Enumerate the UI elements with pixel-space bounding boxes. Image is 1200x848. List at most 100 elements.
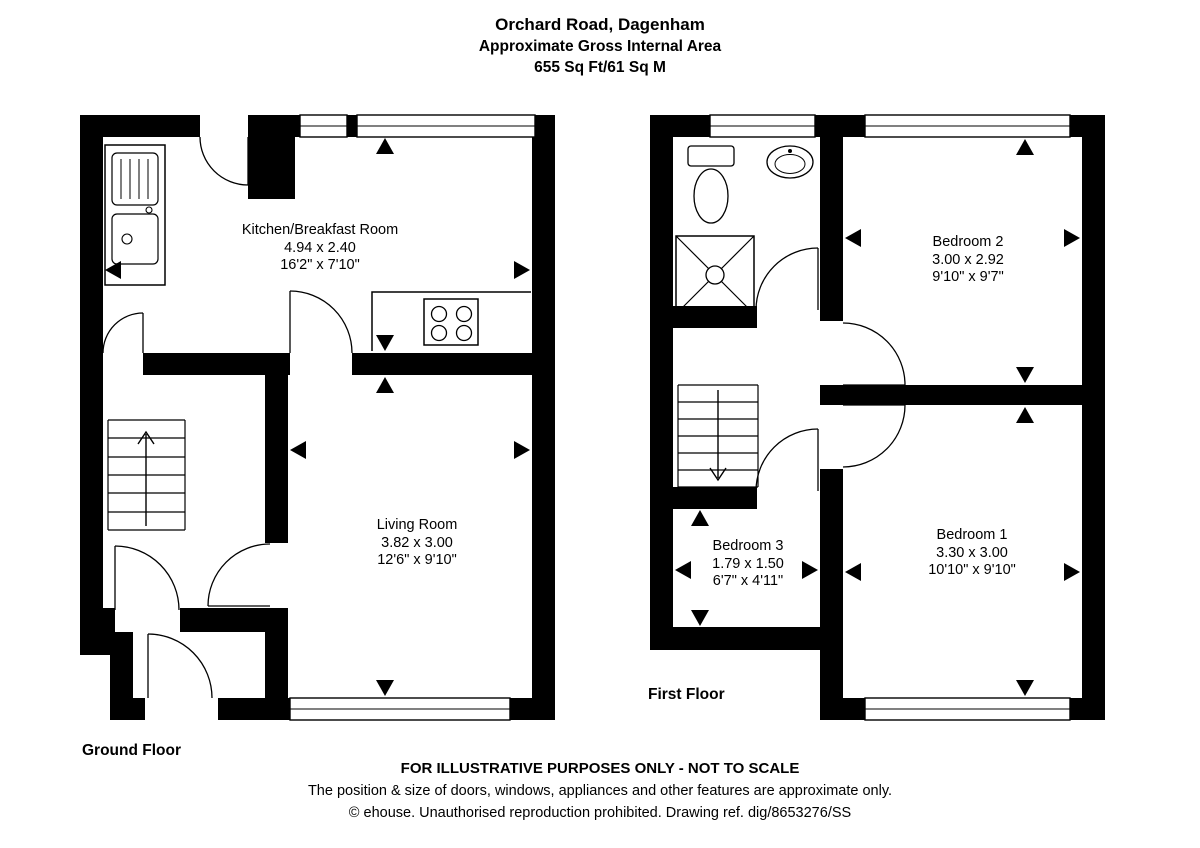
dimension-arrow-up-icon bbox=[691, 510, 709, 526]
dimension-arrow-right-icon bbox=[1064, 563, 1080, 581]
dimension-arrow-left-icon bbox=[675, 561, 691, 579]
door-arc bbox=[102, 312, 144, 354]
ground-floor-plan bbox=[80, 114, 555, 721]
door-arc bbox=[289, 290, 353, 354]
window bbox=[299, 114, 348, 138]
room-imperial: 16'2" x 7'10" bbox=[280, 256, 360, 273]
wall-segment bbox=[248, 137, 295, 199]
room-name: Living Room bbox=[376, 516, 458, 533]
room-imperial: 9'10" x 9'7" bbox=[932, 268, 1004, 285]
dimension-arrow-down-icon bbox=[376, 335, 394, 351]
stairs-up-icon bbox=[107, 419, 186, 531]
wall-segment bbox=[110, 698, 145, 720]
wall-segment bbox=[820, 385, 1082, 405]
toilet-icon bbox=[687, 145, 735, 224]
wall-segment bbox=[180, 608, 265, 632]
wall-segment bbox=[820, 115, 843, 321]
wall-segment bbox=[80, 115, 200, 137]
wall-segment bbox=[650, 306, 757, 328]
page-subtitle: Approximate Gross Internal Area bbox=[478, 38, 722, 55]
ground-floor-dimension-arrows bbox=[105, 138, 530, 696]
plan-header: Orchard Road, Dagenham Approximate Gross… bbox=[0, 14, 1200, 78]
dimension-arrow-down-icon bbox=[1016, 680, 1034, 696]
window bbox=[709, 114, 816, 138]
dimension-arrow-right-icon bbox=[514, 261, 530, 279]
footer-copyright: © ehouse. Unauthorised reproduction proh… bbox=[348, 805, 852, 821]
room-metric: 4.94 x 2.40 bbox=[284, 239, 356, 256]
wall-segment bbox=[103, 608, 115, 632]
door-arc bbox=[114, 545, 180, 611]
room-label-living: Living Room 3.82 x 3.00 12'6" x 9'10" bbox=[377, 517, 458, 570]
stairs-down-icon bbox=[677, 384, 759, 488]
door-arc bbox=[199, 136, 249, 186]
room-name: Bedroom 2 bbox=[932, 233, 1004, 250]
ground-floor-windows bbox=[289, 114, 536, 721]
first-floor-windows bbox=[709, 114, 1071, 721]
wall-segment bbox=[532, 115, 555, 720]
wall-segment bbox=[265, 375, 288, 543]
dimension-arrow-left-icon bbox=[105, 261, 121, 279]
wall-segment bbox=[143, 353, 290, 375]
footer-note: The position & size of doors, windows, a… bbox=[307, 783, 893, 799]
door-arc bbox=[207, 543, 271, 607]
dimension-arrow-up-icon bbox=[376, 138, 394, 154]
wall-segment bbox=[80, 115, 103, 632]
dimension-arrow-up-icon bbox=[376, 377, 394, 393]
window bbox=[356, 114, 536, 138]
room-label-bedroom1: Bedroom 1 3.30 x 3.00 10'10" x 9'10" bbox=[928, 527, 1016, 580]
ground-floor-doors bbox=[102, 136, 353, 699]
dimension-arrow-right-icon bbox=[802, 561, 818, 579]
room-label-kitchen: Kitchen/Breakfast Room 4.94 x 2.40 16'2"… bbox=[242, 222, 398, 275]
page-title: Orchard Road, Dagenham bbox=[495, 15, 705, 34]
plan-footer: FOR ILLUSTRATIVE PURPOSES ONLY - NOT TO … bbox=[0, 758, 1200, 825]
wall-segment bbox=[110, 655, 133, 698]
door-arc bbox=[755, 428, 819, 492]
wall-segment bbox=[650, 627, 830, 650]
hob-icon bbox=[371, 291, 531, 351]
page-area: 655 Sq Ft/61 Sq M bbox=[534, 59, 666, 76]
room-imperial: 10'10" x 9'10" bbox=[928, 561, 1016, 578]
wall-segment bbox=[80, 632, 133, 655]
dimension-arrow-down-icon bbox=[376, 680, 394, 696]
dimension-arrow-right-icon bbox=[514, 441, 530, 459]
wall-segment bbox=[347, 115, 357, 137]
sink-icon bbox=[104, 144, 166, 286]
wall-segment bbox=[830, 698, 865, 720]
first-floor-doors bbox=[755, 247, 906, 492]
wall-segment bbox=[1082, 115, 1105, 720]
window bbox=[289, 697, 511, 721]
dimension-arrow-left-icon bbox=[845, 563, 861, 581]
room-name: Kitchen/Breakfast Room bbox=[241, 221, 399, 238]
wall-segment bbox=[352, 353, 532, 375]
shower-icon bbox=[675, 235, 755, 315]
room-metric: 3.82 x 3.00 bbox=[381, 534, 453, 551]
room-name: Bedroom 1 bbox=[936, 526, 1008, 543]
dimension-arrow-left-icon bbox=[290, 441, 306, 459]
door-arc bbox=[755, 247, 819, 311]
room-name: Bedroom 3 bbox=[712, 537, 784, 554]
ground-floor-walls bbox=[80, 115, 555, 720]
window bbox=[864, 114, 1071, 138]
door-arc bbox=[147, 633, 213, 699]
wall-segment bbox=[650, 115, 673, 650]
wall-segment bbox=[265, 608, 288, 720]
door-arc bbox=[842, 322, 906, 386]
first-floor-title: First Floor bbox=[648, 686, 725, 703]
wall-segment bbox=[248, 115, 300, 137]
dimension-arrow-left-icon bbox=[845, 229, 861, 247]
wall-segment bbox=[820, 469, 843, 720]
footer-disclaimer: FOR ILLUSTRATIVE PURPOSES ONLY - NOT TO … bbox=[400, 760, 800, 777]
room-label-bedroom2: Bedroom 2 3.00 x 2.92 9'10" x 9'7" bbox=[932, 234, 1004, 287]
dimension-arrow-up-icon bbox=[1016, 407, 1034, 423]
room-metric: 3.30 x 3.00 bbox=[936, 544, 1008, 561]
dimension-arrow-up-icon bbox=[1016, 139, 1034, 155]
wall-segment bbox=[650, 487, 757, 509]
basin-icon bbox=[766, 145, 814, 179]
dimension-arrow-down-icon bbox=[691, 610, 709, 626]
room-metric: 1.79 x 1.50 bbox=[712, 555, 784, 572]
window bbox=[864, 697, 1071, 721]
dimension-arrow-right-icon bbox=[1064, 229, 1080, 247]
room-metric: 3.00 x 2.92 bbox=[932, 251, 1004, 268]
